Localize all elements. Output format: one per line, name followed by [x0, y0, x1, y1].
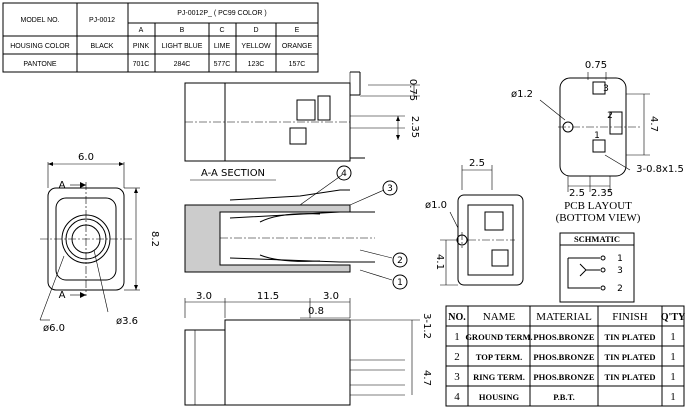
bom-cell: 1	[670, 331, 676, 343]
model-label: MODEL NO.	[20, 17, 59, 24]
bom-cell: TIN PLATED	[604, 332, 655, 342]
pcb-pin-1: 1	[594, 131, 600, 141]
top-view: 0.75 2.35	[184, 71, 420, 162]
bottom-view: 3.0 11.5 3.0 0.8 3-1.2 4.7	[184, 291, 432, 406]
bom-cell: P.B.T.	[553, 392, 575, 402]
callout-1: 1	[397, 278, 403, 288]
bom-cell: GROUND TERM.	[465, 332, 532, 342]
color-table: MODEL NO. PJ-0012 PJ-0012P_ ( PC99 COLOR…	[2, 2, 319, 73]
table-row: 4 HOUSING P.B.T. 1	[454, 391, 676, 403]
color-header: PJ-0012P_ ( PC99 COLOR )	[177, 10, 266, 17]
color-lime: LIME	[214, 43, 231, 50]
front-width-dim: 6.0	[78, 152, 94, 163]
bom-cell: 1	[670, 351, 676, 363]
top-dim-235: 2.35	[409, 116, 420, 138]
bom-cell: TIN PLATED	[604, 352, 655, 362]
pcb-dim-12: ø1.2	[511, 89, 533, 100]
schematic-pin-2: 2	[617, 284, 623, 294]
bom-cell: TOP TERM.	[476, 352, 522, 362]
schematic-pin-3: 3	[617, 266, 623, 276]
front-view: 6.0 8.2 A A ø6.0 ø3.6	[39, 152, 160, 334]
housing-black: BLACK	[91, 43, 114, 50]
callout-3: 3	[387, 184, 393, 194]
pcb-dim-47: 4.7	[648, 116, 659, 132]
callout-4: 4	[341, 169, 347, 179]
bom-cell: HOUSING	[479, 392, 520, 402]
letter-d: D	[253, 27, 258, 34]
side-dim-10: ø1.0	[425, 200, 447, 211]
dia-outer-dim: ø6.0	[43, 323, 65, 334]
table-row: 1 GROUND TERM. PHOS.BRONZE TIN PLATED 1	[454, 331, 676, 343]
bom-cell: 1	[670, 371, 676, 383]
schematic: SCHMATIC 1 3 2	[559, 232, 635, 303]
bottom-dim-30b: 3.0	[323, 291, 339, 302]
color-yellow: YELLOW	[241, 43, 271, 50]
model-value: PJ-0012	[89, 17, 115, 24]
pantone-c: 577C	[214, 61, 231, 68]
letter-b: B	[180, 27, 185, 34]
bom-cell: 1	[670, 391, 676, 403]
housing-color-label: HOUSING COLOR	[10, 43, 70, 50]
bottom-dim-312: 3-1.2	[421, 313, 432, 339]
pcb-title: PCB LAYOUT	[564, 200, 632, 212]
bom-cell: PHOS.BRONZE	[533, 372, 594, 382]
pantone-e: 157C	[289, 61, 306, 68]
section-view: A-A SECTION 4 3 2 1	[184, 165, 408, 290]
bom-table: NO. NAME MATERIAL FINISH Q'TY 1 GROUND T…	[445, 305, 686, 407]
bom-cell: 4	[454, 391, 460, 403]
pcb-pin-2: 2	[607, 111, 613, 121]
callout-2: 2	[397, 256, 403, 266]
top-dim-075: 0.75	[407, 79, 418, 101]
bottom-dim-08: 0.8	[308, 306, 324, 317]
section-title: A-A SECTION	[201, 168, 265, 179]
bom-header-material: MATERIAL	[536, 311, 592, 323]
pcb-dim-slot: 3-0.8x1.5	[636, 164, 684, 175]
section-mark-bottom: A	[59, 290, 66, 301]
pcb-subtitle: (BOTTOM VIEW)	[556, 212, 641, 224]
bom-cell: PHOS.BRONZE	[533, 352, 594, 362]
letter-c: C	[219, 27, 224, 34]
section-mark-top: A	[59, 180, 66, 191]
pantone-b: 284C	[174, 61, 191, 68]
schematic-title: SCHMATIC	[574, 234, 620, 244]
bom-cell: 3	[454, 371, 460, 383]
side-dim-41: 4.1	[434, 254, 445, 270]
pcb-dim-075: 0.75	[585, 60, 607, 71]
pcb-dim-25: 2.5	[569, 188, 585, 199]
side-dim-25: 2.5	[469, 158, 485, 169]
letter-a: A	[139, 27, 144, 34]
bom-header-qty: Q'TY	[661, 312, 686, 323]
bom-cell: 2	[454, 351, 460, 363]
bottom-dim-47: 4.7	[421, 370, 432, 386]
dia-inner-dim: ø3.6	[116, 316, 138, 327]
bottom-dim-115: 11.5	[257, 291, 279, 302]
color-orange: ORANGE	[282, 43, 313, 50]
pcb-dim-235: 2.35	[591, 188, 613, 199]
pcb-layout: 0.75 3 2 1 ø1.2 4.7 3-0.8x1.5 2.5 2.35 P…	[511, 60, 684, 224]
bom-header-name: NAME	[483, 311, 516, 323]
color-light-blue: LIGHT BLUE	[162, 43, 203, 50]
letter-e: E	[295, 27, 300, 34]
pantone-d: 123C	[248, 61, 265, 68]
pantone-label: PANTONE	[23, 61, 57, 68]
pcb-pin-3: 3	[603, 84, 609, 94]
bom-cell: TIN PLATED	[604, 372, 655, 382]
bom-cell: PHOS.BRONZE	[533, 332, 594, 342]
schematic-pin-1: 1	[617, 254, 623, 264]
bom-header-finish: FINISH	[612, 311, 648, 323]
bom-cell: 1	[454, 331, 460, 343]
bom-cell: RING TERM.	[473, 372, 525, 382]
table-row: 2 TOP TERM. PHOS.BRONZE TIN PLATED 1	[454, 351, 676, 363]
bom-header-no: NO.	[448, 312, 466, 323]
bottom-dim-30a: 3.0	[196, 291, 212, 302]
pantone-a: 701C	[133, 61, 150, 68]
table-row: 3 RING TERM. PHOS.BRONZE TIN PLATED 1	[454, 371, 676, 383]
color-pink: PINK	[133, 43, 150, 50]
side-view: 2.5 ø1.0 4.1	[425, 158, 524, 286]
front-height-dim: 8.2	[149, 231, 160, 247]
